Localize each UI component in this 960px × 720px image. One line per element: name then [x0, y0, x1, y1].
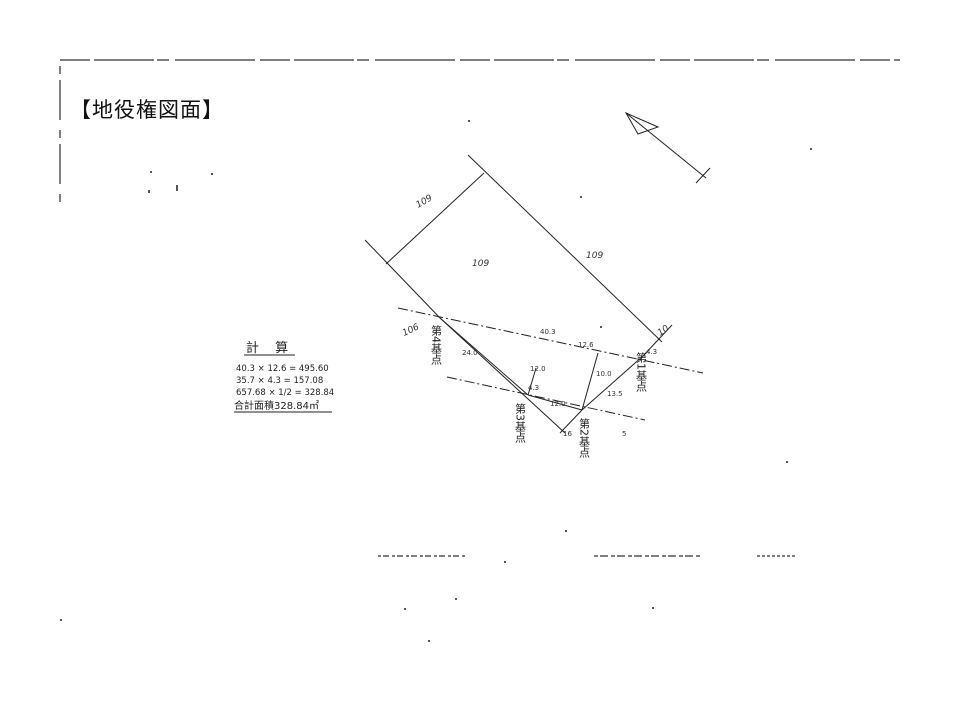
- scan-border: [59, 59, 900, 557]
- calculation-line-2: 35.7 × 4.3 = 157.08: [236, 376, 323, 386]
- lot-number-upper-left: 109: [415, 193, 435, 210]
- calculation-total: 合計面積328.84㎡: [234, 399, 319, 412]
- dimension-label: 12.0: [530, 365, 546, 373]
- north-arrow-icon: [624, 111, 711, 184]
- lot-number-far-right: 10: [656, 324, 671, 339]
- lot-number-right: 109: [586, 251, 603, 261]
- dimension-label: 10.0: [596, 370, 612, 378]
- dimension-label: 13.5: [607, 390, 623, 398]
- dimension-label: 16: [563, 430, 572, 438]
- dimension-label: 4.3: [528, 384, 539, 392]
- calculation-line-1: 40.3 × 12.6 = 495.60: [236, 364, 329, 374]
- dimension-label: 40.3: [540, 328, 556, 336]
- dimension-label: 12.0: [550, 400, 566, 408]
- dimension-label: 4.3: [646, 348, 657, 356]
- dimension-label: 24.0: [462, 349, 478, 357]
- calculation-heading: 計 算: [246, 340, 294, 356]
- calculation-line-3: 657.68 × 1/2 = 328.84: [236, 388, 334, 398]
- point-label-4: 第4基点: [430, 324, 443, 366]
- parcel-lines: [364, 154, 704, 434]
- dimension-label: 12.6: [578, 341, 594, 349]
- page-title: 【地役権図面】: [70, 98, 224, 122]
- point-label-3: 第3基点: [514, 402, 527, 444]
- lot-number-center: 109: [472, 259, 489, 269]
- reference-points: 第4基点 第3基点 第2基点 第1基点: [430, 324, 648, 459]
- dimension-label: 5: [622, 430, 626, 438]
- point-label-2: 第2基点: [578, 417, 591, 459]
- dimension-labels: 40.3 24.0 12.6 12.0 12.0 4.3 16 5 4.3 10…: [462, 328, 657, 438]
- calculation-block: 計 算 40.3 × 12.6 = 495.60 35.7 × 4.3 = 15…: [234, 340, 334, 413]
- lot-number-left: 106: [401, 322, 421, 338]
- scan-speckles: [60, 120, 812, 642]
- point-label-1: 第1基点: [635, 351, 648, 393]
